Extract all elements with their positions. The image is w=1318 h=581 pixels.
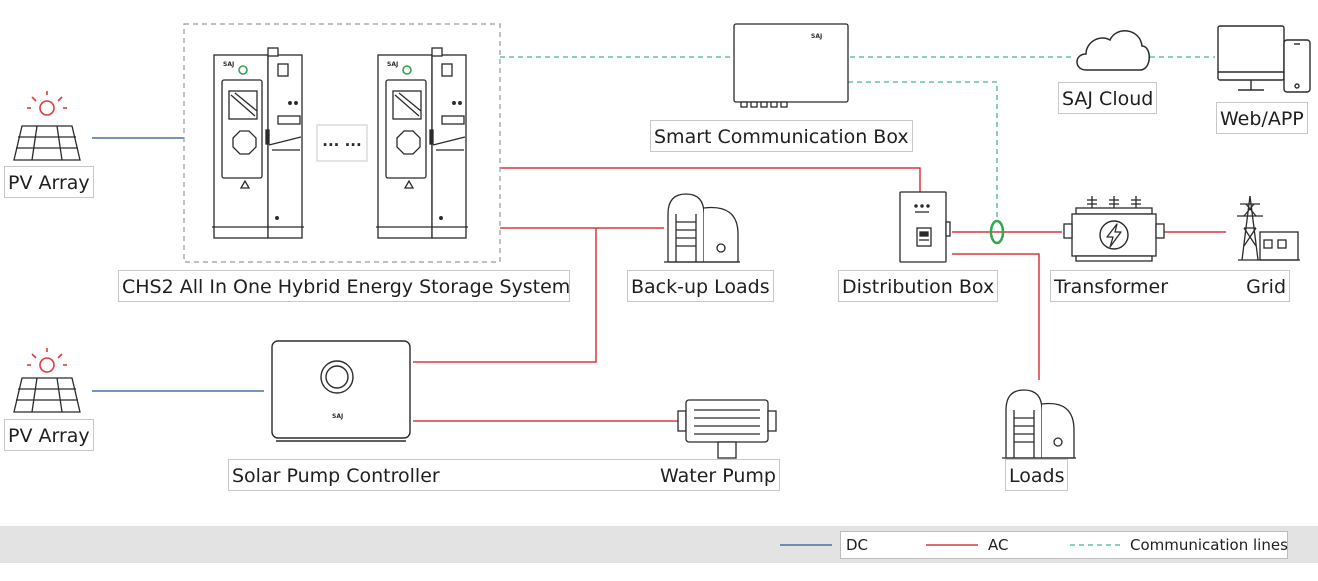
solar-panel-icon xyxy=(13,377,81,413)
phone-icon xyxy=(1283,39,1311,93)
legend-ac-label: AC xyxy=(988,536,1009,554)
cabinet-ellipsis-box xyxy=(316,124,368,162)
transformer-grid-label: Transformer Grid xyxy=(1050,270,1290,302)
brand-mark: SAJ xyxy=(332,413,343,420)
distribution-box-device xyxy=(899,191,951,263)
loads-label: Loads xyxy=(1005,459,1069,491)
storage-system-frame xyxy=(183,23,501,263)
water-pump-label: Water Pump xyxy=(660,465,776,487)
legend-swatches xyxy=(780,544,1124,546)
current-sensor-ring xyxy=(989,219,1005,245)
pv-array-label-bottom: PV Array xyxy=(4,419,94,451)
distribution-box-label: Distribution Box xyxy=(838,270,999,302)
storage-cabinet xyxy=(376,47,468,239)
cloud-icon xyxy=(1076,30,1150,71)
power-tower-icon xyxy=(1237,195,1263,261)
legend-comm-label: Communication lines xyxy=(1130,536,1288,554)
monitor-icon xyxy=(1217,25,1285,91)
backup-loads-device xyxy=(664,193,740,263)
sun-icon xyxy=(27,91,67,116)
storage-cabinet xyxy=(212,47,304,239)
brand-mark: SAJ xyxy=(223,61,234,68)
web-app-label: Web/APP xyxy=(1216,102,1308,134)
loads-device xyxy=(1002,389,1076,459)
saj-cloud-label: SAJ Cloud xyxy=(1058,82,1158,114)
brand-mark: SAJ xyxy=(387,61,398,68)
solar-pump-controller-label: Solar Pump Controller xyxy=(232,465,440,487)
legend-dc-label: DC xyxy=(846,536,869,554)
house-icon xyxy=(1238,231,1300,261)
ac-line-distribution-loads xyxy=(952,253,1040,380)
solar-panel-icon xyxy=(13,125,81,161)
pump-controller-water-pump-label: Solar Pump Controller Water Pump xyxy=(228,459,780,491)
storage-system-label: CHS2 All In One Hybrid Energy Storage Sy… xyxy=(118,270,570,302)
pv-array-label-top: PV Array xyxy=(4,166,94,198)
comm-line-commbox-meter xyxy=(848,81,998,220)
sun-icon xyxy=(27,348,67,373)
smart-communication-box-device xyxy=(733,23,849,108)
ac-line-pump-controller-backup xyxy=(413,228,597,363)
backup-loads-label: Back-up Loads xyxy=(627,270,774,302)
water-pump-device xyxy=(677,399,777,461)
solar-pump-controller-device xyxy=(271,340,411,442)
brand-mark: SAJ xyxy=(811,33,822,40)
transformer-label: Transformer xyxy=(1054,276,1169,298)
lightning-icon xyxy=(1099,220,1129,250)
ac-line-storage-distribution xyxy=(500,167,921,192)
smart-comm-box-label: Smart Communication Box xyxy=(650,120,913,152)
cabinet-ellipsis: ··· ··· xyxy=(322,136,361,154)
grid-label: Grid xyxy=(1246,276,1286,298)
legend-box xyxy=(840,531,1288,559)
